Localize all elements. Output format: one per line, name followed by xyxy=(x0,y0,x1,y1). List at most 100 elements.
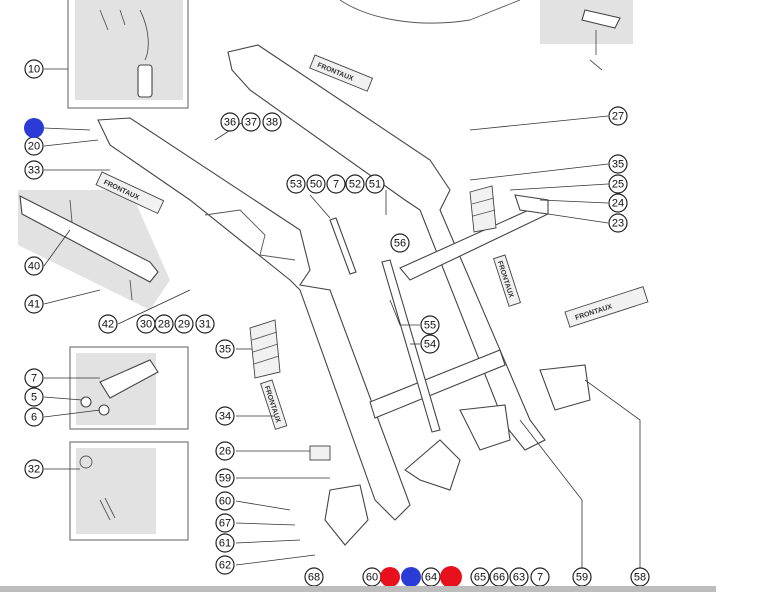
callout-7: 7 xyxy=(24,368,44,388)
svg-text:55: 55 xyxy=(424,320,436,332)
callout-29: 29 xyxy=(174,314,194,334)
svg-text:67: 67 xyxy=(219,518,231,530)
callout-59: 59 xyxy=(572,567,592,587)
svg-text:27: 27 xyxy=(612,111,624,123)
callout-59: 59 xyxy=(215,468,235,488)
decal-4: FRONTAUX xyxy=(564,286,649,328)
callout-58: 58 xyxy=(630,567,650,587)
svg-text:26: 26 xyxy=(219,446,231,458)
svg-text:7: 7 xyxy=(333,179,339,191)
link-bar xyxy=(329,217,357,275)
svg-text:40: 40 xyxy=(28,261,40,273)
callout-26: 26 xyxy=(215,441,235,461)
svg-text:51: 51 xyxy=(369,179,381,191)
callout-37: 37 xyxy=(241,112,261,132)
svg-text:5: 5 xyxy=(31,392,37,404)
inset-spring xyxy=(69,441,189,541)
pad-26 xyxy=(309,445,331,461)
marker-dot-3[interactable] xyxy=(401,567,421,587)
callout-55: 55 xyxy=(420,315,440,335)
svg-text:34: 34 xyxy=(219,411,231,423)
svg-text:36: 36 xyxy=(224,117,236,129)
svg-text:50: 50 xyxy=(310,179,322,191)
svg-text:35: 35 xyxy=(219,344,231,356)
svg-text:61: 61 xyxy=(219,538,231,550)
callout-41: 41 xyxy=(24,294,44,314)
callout-62: 62 xyxy=(215,555,235,575)
callout-68: 68 xyxy=(304,567,324,587)
callout-51: 51 xyxy=(365,174,385,194)
svg-text:33: 33 xyxy=(28,165,40,177)
leader-lines xyxy=(43,68,641,577)
svg-text:60: 60 xyxy=(219,496,231,508)
svg-text:7: 7 xyxy=(31,373,37,385)
callout-35: 35 xyxy=(608,154,628,174)
svg-text:42: 42 xyxy=(102,319,114,331)
svg-text:59: 59 xyxy=(576,572,588,584)
svg-text:30: 30 xyxy=(140,319,152,331)
svg-text:65: 65 xyxy=(474,572,486,584)
svg-text:31: 31 xyxy=(199,319,211,331)
callout-25: 25 xyxy=(608,174,628,194)
svg-text:59: 59 xyxy=(219,473,231,485)
callout-38: 38 xyxy=(262,112,282,132)
callout-20: 20 xyxy=(24,136,44,156)
callout-65: 65 xyxy=(470,567,490,587)
svg-text:53: 53 xyxy=(290,179,302,191)
svg-text:60: 60 xyxy=(366,572,378,584)
callout-66: 66 xyxy=(489,567,509,587)
callout-10: 10 xyxy=(24,59,44,79)
callout-64: 64 xyxy=(421,567,441,587)
svg-text:63: 63 xyxy=(513,572,525,584)
callout-5: 5 xyxy=(24,387,44,407)
callout-7: 7 xyxy=(326,174,346,194)
callout-54: 54 xyxy=(420,334,440,354)
svg-text:56: 56 xyxy=(394,238,406,250)
callout-42: 42 xyxy=(98,314,118,334)
callout-24: 24 xyxy=(608,193,628,213)
callout-28: 28 xyxy=(154,314,174,334)
callout-63: 63 xyxy=(509,567,529,587)
callout-53: 53 xyxy=(286,174,306,194)
callout-32: 32 xyxy=(24,459,44,479)
hydraulic-rod xyxy=(381,259,441,433)
callout-61: 61 xyxy=(215,533,235,553)
callout-56: 56 xyxy=(390,233,410,253)
bottom-scroll-bar xyxy=(0,586,716,592)
svg-text:54: 54 xyxy=(424,339,436,351)
svg-text:66: 66 xyxy=(493,572,505,584)
svg-text:58: 58 xyxy=(634,572,646,584)
callout-36: 36 xyxy=(220,112,240,132)
inset-bushing xyxy=(69,346,189,430)
mount-brackets xyxy=(324,364,591,546)
svg-text:20: 20 xyxy=(28,141,40,153)
marker-dot-2[interactable] xyxy=(380,567,400,587)
hatched-plate-right xyxy=(469,185,497,233)
svg-text:62: 62 xyxy=(219,560,231,572)
callout-7: 7 xyxy=(530,567,550,587)
callout-52: 52 xyxy=(345,174,365,194)
decal-5: FRONTAUX xyxy=(260,379,288,430)
decal-1: FRONTAUX xyxy=(309,54,374,92)
svg-text:38: 38 xyxy=(266,117,278,129)
left-boom-arm xyxy=(97,117,411,521)
marker-dot-4[interactable] xyxy=(440,566,462,588)
svg-text:52: 52 xyxy=(349,179,361,191)
right-boom-arm xyxy=(227,44,546,451)
cross-tube xyxy=(369,349,506,419)
svg-text:41: 41 xyxy=(28,299,40,311)
svg-text:7: 7 xyxy=(537,572,543,584)
callout-31: 31 xyxy=(195,314,215,334)
callout-27: 27 xyxy=(608,106,628,126)
svg-text:25: 25 xyxy=(612,179,624,191)
callout-60: 60 xyxy=(362,567,382,587)
hatched-plate-left xyxy=(249,319,281,379)
marker-dot-1[interactable] xyxy=(24,118,44,138)
svg-text:35: 35 xyxy=(612,159,624,171)
callout-35: 35 xyxy=(215,339,235,359)
svg-text:29: 29 xyxy=(178,319,190,331)
decal-3: FRONTAUX xyxy=(493,254,522,307)
callout-23: 23 xyxy=(608,213,628,233)
svg-text:68: 68 xyxy=(308,572,320,584)
callout-40: 40 xyxy=(24,256,44,276)
